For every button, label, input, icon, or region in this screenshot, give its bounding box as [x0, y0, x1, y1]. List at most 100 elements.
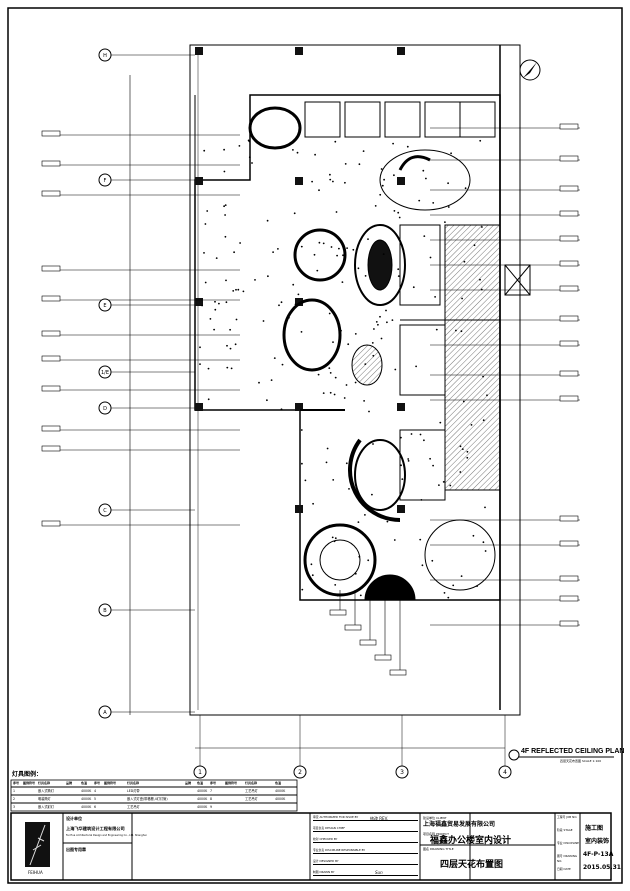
- annotation-tag: [374, 654, 392, 661]
- title-block-field: 校对 CHECKED BY: [313, 837, 418, 843]
- annotation-tag: [41, 520, 61, 527]
- downlight: [233, 251, 236, 254]
- downlight: [316, 269, 319, 272]
- annotation-tag: [559, 515, 579, 522]
- downlight: [325, 461, 328, 464]
- downlight: [333, 393, 336, 396]
- downlight: [359, 594, 362, 597]
- logo-caption: FEIHUA: [28, 870, 43, 875]
- drawing-number: 4F-P-13A: [583, 851, 614, 858]
- downlight: [460, 575, 463, 577]
- downlight: [372, 582, 375, 585]
- downlight: [358, 163, 361, 166]
- downlight: [204, 223, 207, 225]
- downlight: [347, 343, 350, 346]
- downlight: [354, 381, 357, 384]
- downlight: [473, 244, 476, 247]
- legend-cell: 2: [13, 797, 16, 801]
- downlight: [360, 291, 363, 293]
- downlight: [332, 341, 334, 343]
- legend-cell: 4000K: [81, 797, 92, 801]
- downlight: [278, 304, 280, 307]
- downlight: [429, 457, 431, 460]
- downlight: [199, 363, 201, 365]
- downlight: [466, 456, 469, 459]
- annotation-tag: [559, 395, 579, 402]
- annotation-tag: [559, 315, 579, 322]
- title-block-right-label: 图号 DRAWING NO.: [557, 854, 578, 863]
- downlight: [334, 584, 337, 586]
- downlight: [280, 301, 283, 304]
- title-block-right-label: 阶段 STAGE: [557, 828, 573, 832]
- downlight: [461, 448, 464, 450]
- downlight: [301, 588, 304, 591]
- legend-cell: 工艺吊灯: [245, 789, 258, 793]
- downlight: [213, 328, 216, 331]
- annotation-tag: [41, 355, 61, 362]
- project-label: 项目名称 PROJECT: [423, 832, 449, 836]
- annotation-tag: [559, 370, 579, 377]
- downlight: [368, 410, 370, 413]
- downlight: [476, 585, 478, 587]
- downlight: [386, 321, 388, 324]
- drawing-title-label: 图名 DRAWING TITLE: [423, 847, 454, 851]
- annotation-tag: [559, 540, 579, 547]
- designer-company-en: Fei Hua Architectural Design and Enginee…: [66, 834, 147, 837]
- legend-cell: 3: [13, 805, 16, 809]
- downlight: [258, 381, 260, 384]
- downlight: [300, 331, 303, 333]
- downlight: [322, 392, 325, 394]
- downlight: [381, 184, 384, 187]
- downlight: [470, 424, 473, 426]
- downlight: [372, 354, 375, 357]
- downlight: [385, 309, 387, 312]
- downlight: [238, 145, 241, 147]
- downlight: [332, 479, 335, 481]
- downlight: [329, 178, 332, 181]
- downlight: [292, 283, 295, 286]
- downlight: [262, 320, 265, 322]
- legend-header: 序号: [210, 781, 217, 785]
- downlight: [420, 499, 423, 501]
- downlight: [277, 248, 279, 250]
- downlight: [373, 328, 375, 330]
- downlight: [207, 398, 210, 401]
- title-block-right-label: 日期 DATE: [557, 867, 571, 871]
- downlight: [482, 419, 485, 422]
- downlight: [432, 464, 434, 467]
- title-block-field: 制图 DRAWN BY: [313, 870, 418, 876]
- annotation-tag: [559, 340, 579, 347]
- downlight: [479, 139, 482, 142]
- downlight: [439, 421, 442, 424]
- annotation-tag: [344, 624, 362, 631]
- downlight: [425, 177, 427, 180]
- title-block: [10, 812, 612, 881]
- grid-label-col: 2: [298, 769, 302, 776]
- legend-cell: 6: [94, 805, 97, 809]
- downlight: [393, 210, 396, 212]
- downlight: [209, 318, 212, 320]
- downlight: [293, 212, 296, 215]
- downlight: [329, 391, 332, 394]
- annotation-tag: [559, 155, 579, 162]
- downlight: [348, 488, 350, 490]
- downlight: [407, 460, 410, 462]
- drawing-title: 四层天花布置图: [440, 860, 504, 870]
- downlight: [215, 257, 218, 259]
- designer-label: 设计单位: [66, 816, 82, 821]
- downlight: [237, 288, 240, 291]
- downlight: [482, 375, 484, 378]
- date-value: 2015.05.31: [583, 864, 621, 871]
- downlight: [392, 142, 394, 145]
- hatched-core: [444, 224, 501, 491]
- downlight: [300, 429, 303, 431]
- downlight: [333, 540, 336, 543]
- annotation-tag: [389, 669, 407, 676]
- downlight: [482, 541, 485, 544]
- downlight: [423, 235, 426, 238]
- downlight: [318, 241, 321, 244]
- downlight: [472, 534, 475, 537]
- downlight: [214, 308, 217, 311]
- grid-label-col: 1: [198, 769, 202, 776]
